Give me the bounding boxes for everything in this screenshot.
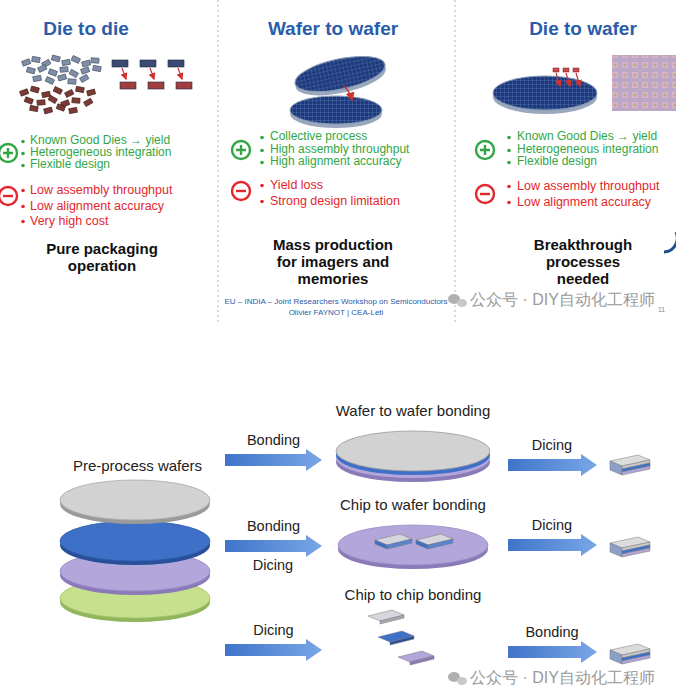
slide-title: Wafer to wafer (268, 18, 398, 40)
wafer-group: Chip to chip bonding (322, 584, 504, 670)
step-label: Bonding (523, 624, 580, 641)
flow-arrow (225, 639, 322, 661)
wafer-group: Chip to wafer bonding (322, 494, 504, 574)
drawback-item: Strong design limitation (270, 194, 400, 208)
footer-text: Olivier FAYNOT | CEA-Leti (289, 308, 384, 317)
flow-arrow (225, 449, 322, 471)
advantage-item: High alignment accuracy (270, 155, 401, 169)
slide-title: Die to die (43, 18, 129, 40)
slide-caption: Breakthrough processes needed (518, 236, 648, 287)
step-label: Dicing (251, 557, 295, 574)
drawback-item: Low alignment accuracy (517, 195, 651, 209)
flow-arrow (225, 535, 322, 557)
watermark: 公众号 · DIY自动化工程师 (470, 291, 655, 309)
node-title: Chip to wafer bonding (322, 496, 504, 513)
wafer-group: Pre-process wafers (50, 440, 225, 665)
node-title: Chip to chip bonding (322, 586, 504, 603)
step-label: Dicing (530, 437, 574, 454)
step-label: Dicing (530, 517, 574, 534)
advantage-item: Known Good Dies → yield (517, 130, 657, 144)
advantage-item: Collective process (270, 130, 367, 144)
slide-title: Die to wafer (529, 18, 637, 40)
node-title: Wafer to wafer bonding (322, 402, 504, 419)
edge-label: Bonding (245, 432, 302, 449)
footer-text: EU – INDIA – Joint Researchers Workshop … (224, 297, 447, 306)
drawback-item: Very high cost (30, 214, 109, 228)
advantage-item: Flexible design (517, 155, 597, 169)
edge-label: Dicing (251, 622, 295, 639)
page-number: 11 (658, 306, 665, 314)
slide-caption: Mass production for imagers and memories (263, 236, 403, 287)
drawback-item: Low assembly throughput (517, 179, 659, 193)
drawback-item: Low alignment accuracy (30, 199, 164, 213)
edge-label: Bonding (245, 518, 302, 535)
drawback-item: Yield loss (270, 178, 323, 192)
drawback-item: Low assembly throughput (30, 183, 172, 197)
advantage-item: Flexible design (30, 158, 110, 172)
slide-caption: Pure packaging operation (27, 240, 177, 274)
node-title: Pre-process wafers (50, 457, 225, 474)
watermark: 公众号 · DIY自动化工程师 (470, 669, 655, 687)
wafer-group: Wafer to wafer bonding (322, 398, 504, 484)
